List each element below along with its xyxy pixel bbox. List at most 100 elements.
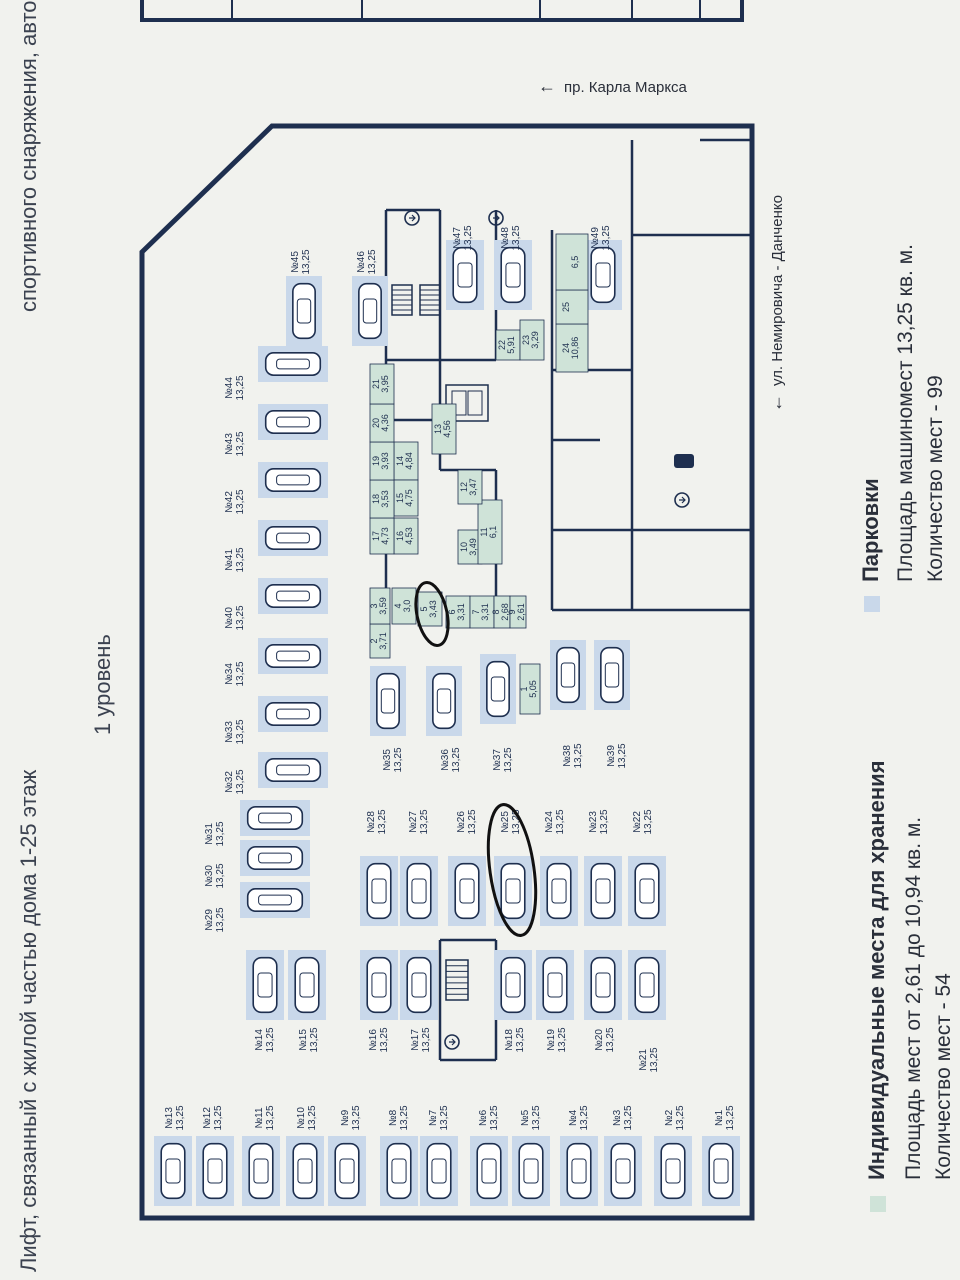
- exit-icon: [488, 210, 504, 226]
- parking-spot-label: №11: [254, 1107, 265, 1129]
- storage-unit-12[interactable]: [457, 469, 483, 505]
- parking-spot-area: 13,25: [399, 1105, 410, 1130]
- storage-unit-5[interactable]: [417, 591, 443, 627]
- storage-unit-7[interactable]: [469, 595, 495, 629]
- storage-unit-area: 3,31: [456, 603, 466, 621]
- parking-spot-label: №1: [714, 1109, 725, 1126]
- parking-spot-label: №14: [254, 1029, 265, 1051]
- car-icon: [264, 644, 322, 668]
- car-icon: [376, 672, 400, 730]
- parking-spot-label: №23: [588, 811, 599, 833]
- parking-spot-label: №29: [204, 909, 215, 931]
- parking-spot-label: №12: [202, 1107, 213, 1129]
- car-roof-icon: [639, 878, 655, 904]
- storage-unit-number: 21: [371, 379, 381, 389]
- parking-spot-area: 13,25: [419, 809, 430, 834]
- storage-unit-area: 10,86: [570, 337, 580, 360]
- car-icon: [610, 1142, 636, 1200]
- car-roof-icon: [551, 878, 567, 904]
- parking-spot-area: 13,25: [643, 809, 654, 834]
- parking-spot-label: №30: [204, 865, 215, 887]
- storage-unit-small[interactable]: [555, 233, 589, 291]
- storage-unit-area: 6,1: [488, 526, 498, 539]
- parking-spot-label: №27: [408, 811, 419, 833]
- storage-unit-3[interactable]: [369, 587, 391, 625]
- car-icon: [556, 646, 580, 704]
- parking-spot-area: 13,25: [579, 1105, 590, 1130]
- parking-spot-label: №13: [164, 1107, 175, 1129]
- storage-unit-23[interactable]: [519, 319, 545, 361]
- parking-spot-area: 13,25: [617, 743, 628, 768]
- storage-unit-area: 3,53: [380, 490, 390, 508]
- parking-spot-label: №9: [340, 1109, 351, 1126]
- parking-spot-area: 13,25: [439, 1105, 450, 1130]
- storage-unit-area: 4,84: [404, 452, 414, 470]
- storage-unit-9[interactable]: [509, 595, 527, 629]
- elevator-car: [451, 390, 467, 416]
- parking-spot-area: 13,25: [725, 1105, 736, 1130]
- elevator: [445, 384, 489, 422]
- storage-unit-18[interactable]: [369, 479, 395, 519]
- storage-unit-area: 2,61: [516, 603, 526, 621]
- exit-arrow-icon: [679, 496, 686, 504]
- stairs-lower: [445, 959, 469, 1001]
- car-roof-icon: [595, 262, 611, 288]
- storage-legend-area: Площадь мест от 2,61 до 10,94 кв. м.: [902, 816, 925, 1180]
- car-icon: [264, 758, 322, 782]
- storage-unit-11[interactable]: [477, 499, 503, 565]
- parking-spot-label: №24: [544, 811, 555, 833]
- storage-unit-area: 3,95: [380, 375, 390, 393]
- parking-legend-area: Площадь машиномест 13,25 кв. м.: [894, 244, 917, 582]
- parking-spot-area: 13,25: [213, 1105, 224, 1130]
- parking-spot-area: 13,25: [301, 249, 312, 274]
- storage-unit-area: 4,53: [404, 527, 414, 545]
- storage-unit-1[interactable]: [519, 663, 541, 715]
- car-roof-icon: [276, 416, 310, 428]
- storage-unit-area: 4,75: [404, 489, 414, 507]
- parking-spot-label: №17: [410, 1029, 421, 1051]
- storage-unit-17[interactable]: [369, 517, 395, 555]
- car-icon: [634, 956, 660, 1014]
- parking-spot-label: №26: [456, 811, 467, 833]
- storage-unit-number: 15: [395, 493, 405, 503]
- parking-spot-label: №36: [440, 749, 451, 771]
- storage-unit-area: 5,05: [528, 680, 538, 698]
- car-roof-icon: [258, 894, 292, 906]
- highlight-circle-spot-25: [486, 803, 538, 937]
- parking-spot-area: 13,25: [467, 809, 478, 834]
- storage-unit-21[interactable]: [369, 363, 395, 405]
- exit-icon: [674, 492, 690, 508]
- car-roof-icon: [431, 1158, 447, 1184]
- storage-unit-number: 23: [521, 335, 531, 345]
- storage-unit-number: 9: [507, 609, 517, 614]
- parking-legend-title: Парковки: [858, 478, 883, 582]
- car-icon: [264, 702, 322, 726]
- storage-unit-area: 6,5: [570, 256, 580, 269]
- parking-spot-area: 13,25: [235, 605, 246, 630]
- storage-unit-15[interactable]: [393, 479, 419, 517]
- parking-spot-area: 13,25: [309, 1027, 320, 1052]
- car-icon: [432, 672, 456, 730]
- storage-unit-number: 4: [393, 603, 403, 608]
- parking-spot-area: 13,25: [235, 661, 246, 686]
- car-icon: [600, 646, 624, 704]
- car-roof-icon: [615, 1158, 631, 1184]
- car-roof-icon: [276, 708, 310, 720]
- storage-unit-number: 24: [561, 343, 571, 353]
- storage-unit-number: 11: [479, 527, 489, 536]
- car-icon: [264, 468, 322, 492]
- car-icon: [708, 1142, 734, 1200]
- storage-unit-13[interactable]: [431, 403, 457, 455]
- storage-unit-4[interactable]: [391, 587, 417, 625]
- storage-unit-22[interactable]: [495, 329, 521, 361]
- parking-spot-label: №18: [504, 1029, 515, 1051]
- storage-unit-area: 3,71: [378, 632, 388, 650]
- car-icon: [202, 1142, 228, 1200]
- parking-spot-label: №19: [546, 1029, 557, 1051]
- car-icon: [518, 1142, 544, 1200]
- car-icon: [248, 1142, 274, 1200]
- storage-unit-24[interactable]: [555, 323, 589, 373]
- street-nemirovich: ←ул. Немировича - Данченко: [766, 195, 786, 412]
- storage-unit-area: 3,43: [428, 600, 438, 618]
- storage-unit-6[interactable]: [445, 595, 471, 629]
